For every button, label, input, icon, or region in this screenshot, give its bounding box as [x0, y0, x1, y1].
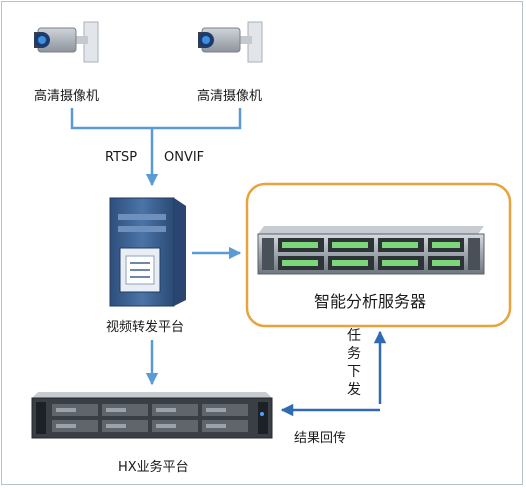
result-return-connector	[280, 330, 387, 417]
tower-server-icon	[109, 197, 186, 307]
camera-right-icon	[198, 21, 263, 63]
camera-left-label: 高清摄像机	[34, 89, 100, 104]
result-return-label: 结果回传	[294, 431, 347, 446]
analysis-server-label: 智能分析服务器	[314, 292, 427, 311]
camera-left-icon	[34, 21, 99, 63]
svg-text:任: 任	[347, 328, 361, 344]
svg-text:发: 发	[347, 382, 361, 398]
hx-rack-server-icon	[31, 392, 273, 439]
rtsp-label: RTSP	[105, 150, 138, 165]
hx-platform-label: HX业务平台	[118, 460, 189, 475]
camera-right-label: 高清摄像机	[197, 89, 263, 104]
onvif-label: ONVIF	[164, 150, 205, 165]
svg-text:务: 务	[347, 346, 361, 362]
rack-server-icon	[257, 226, 485, 275]
svg-text:下: 下	[347, 364, 361, 380]
video-platform-label: 视频转发平台	[106, 320, 185, 335]
task-dispatch-label: 任 务 下 发	[347, 328, 361, 398]
camera-feed-connector	[70, 108, 242, 187]
